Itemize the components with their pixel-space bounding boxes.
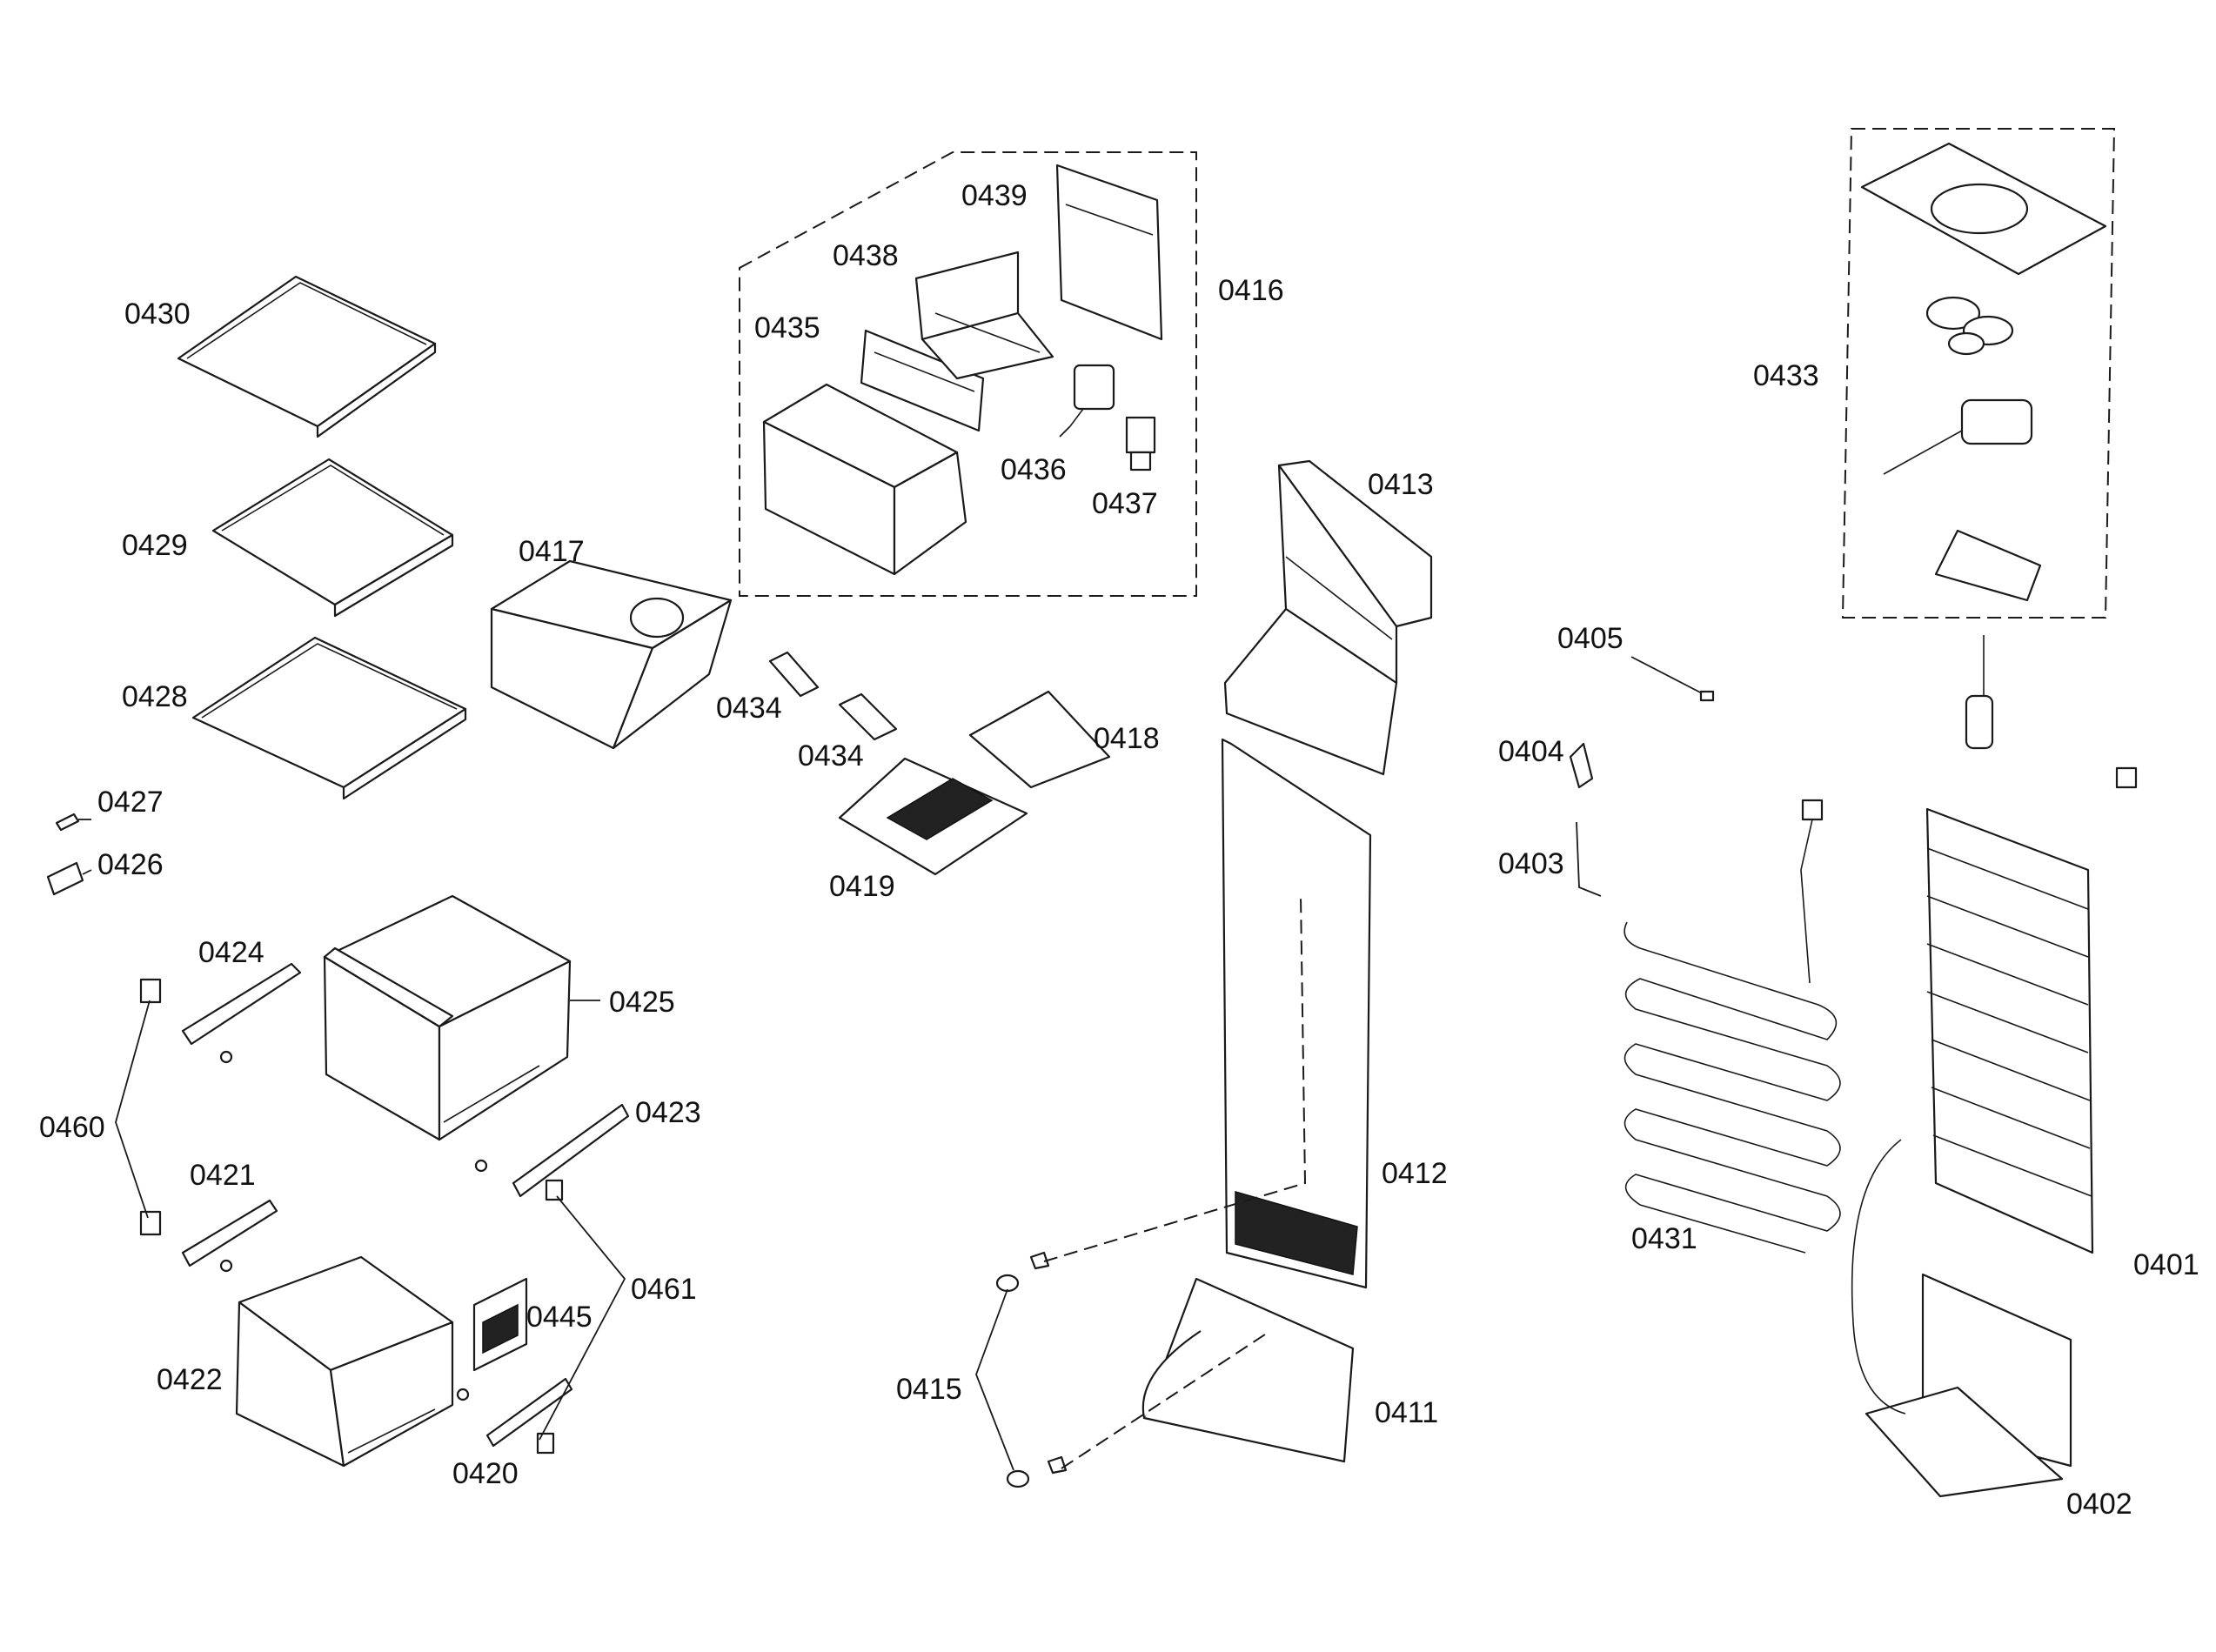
label-0415: 0415 (896, 1373, 962, 1406)
leader-0460 (115, 1000, 151, 1219)
clip-0426 (46, 861, 84, 896)
label-0435: 0435 (754, 311, 820, 344)
bracket-0461 (536, 1179, 564, 1455)
label-0429: 0429 (122, 529, 188, 562)
heater-0431 (1624, 799, 1841, 1254)
ice-bucket-0417 (490, 559, 733, 750)
drawer-0422 (235, 1255, 454, 1468)
label-0403: 0403 (1498, 847, 1564, 880)
ice-bin-housing (762, 383, 967, 576)
label-0413: 0413 (1368, 468, 1434, 501)
labels: 0430 0429 0428 0427 0426 0424 0425 0460 … (39, 179, 2199, 1521)
label-0419: 0419 (829, 870, 895, 903)
drain-trough-0402 (1851, 1139, 2072, 1498)
label-0436: 0436 (1001, 453, 1067, 486)
label-0445: 0445 (526, 1301, 592, 1334)
label-0422: 0422 (157, 1363, 223, 1396)
cover-0419 (838, 757, 1028, 876)
label-0424: 0424 (198, 936, 264, 969)
cover-0445 (472, 1277, 528, 1372)
shelf-0428 (191, 636, 467, 800)
evaporator-0401 (1925, 635, 2138, 1254)
label-0433: 0433 (1753, 359, 1819, 392)
screws-0415 (995, 1251, 1068, 1488)
bracket-0460 (139, 978, 162, 1236)
clip-0427 (55, 813, 80, 832)
rail-0420 (456, 1377, 573, 1448)
label-0423: 0423 (635, 1096, 701, 1129)
fan-blade (1925, 296, 2014, 356)
icemaker-dashed-boundary (739, 151, 1197, 597)
fan-shroud (1860, 142, 2107, 276)
sensor-0405 (1630, 656, 1715, 702)
label-0428: 0428 (122, 680, 188, 713)
screw-alignment-line (1043, 895, 1307, 1262)
fan-bracket (1934, 529, 2042, 602)
panel-0412 (1221, 738, 1372, 1289)
cover-0418 (968, 690, 1111, 789)
icemaker-0438 (914, 251, 1054, 380)
label-0425: 0425 (609, 986, 675, 1019)
leader-0426 (82, 869, 92, 875)
auger-spring-0434b (838, 692, 898, 741)
clip-0404 (1569, 742, 1594, 789)
label-0461: 0461 (631, 1273, 697, 1306)
label-0430: 0430 (124, 298, 191, 331)
label-0418: 0418 (1094, 722, 1160, 755)
drawer-0425 (323, 894, 572, 1141)
panel-0413 (1223, 459, 1433, 776)
panel-0411 (1141, 1277, 1355, 1463)
label-0404: 0404 (1498, 735, 1564, 768)
shelf-0429 (211, 458, 454, 618)
label-0434a: 0434 (716, 692, 782, 725)
label-0434b: 0434 (798, 739, 864, 772)
leader-0436 (1059, 425, 1071, 438)
label-0402: 0402 (2066, 1488, 2132, 1521)
label-0405: 0405 (1557, 622, 1624, 655)
label-0426: 0426 (97, 848, 164, 881)
label-0437: 0437 (1092, 487, 1158, 520)
valve-0436 (1069, 364, 1115, 427)
shelf-0430 (177, 275, 437, 438)
label-0460: 0460 (39, 1111, 105, 1144)
rail-0423 (474, 1103, 630, 1198)
bracket-0439 (1055, 164, 1163, 341)
label-0417: 0417 (519, 535, 585, 568)
auger-spring-0434a (768, 651, 820, 698)
label-0439: 0439 (961, 179, 1028, 212)
label-0431: 0431 (1631, 1222, 1697, 1255)
switch-0437 (1125, 416, 1156, 472)
label-0401: 0401 (2133, 1248, 2199, 1281)
fan-motor (1883, 398, 2033, 475)
label-0420: 0420 (452, 1457, 519, 1490)
label-0412: 0412 (1382, 1157, 1448, 1190)
fan-dashed-boundary (1841, 128, 2116, 619)
rail-0424 (181, 962, 302, 1064)
label-0438: 0438 (833, 239, 899, 272)
rail-0421 (181, 1199, 278, 1273)
leader-0461 (539, 1195, 626, 1441)
label-0416: 0416 (1218, 274, 1284, 307)
sensor-0403 (1576, 821, 1602, 897)
leader-0415 (975, 1288, 1014, 1471)
label-0421: 0421 (190, 1159, 256, 1192)
label-0411: 0411 (1375, 1396, 1438, 1429)
label-0427: 0427 (97, 786, 164, 819)
